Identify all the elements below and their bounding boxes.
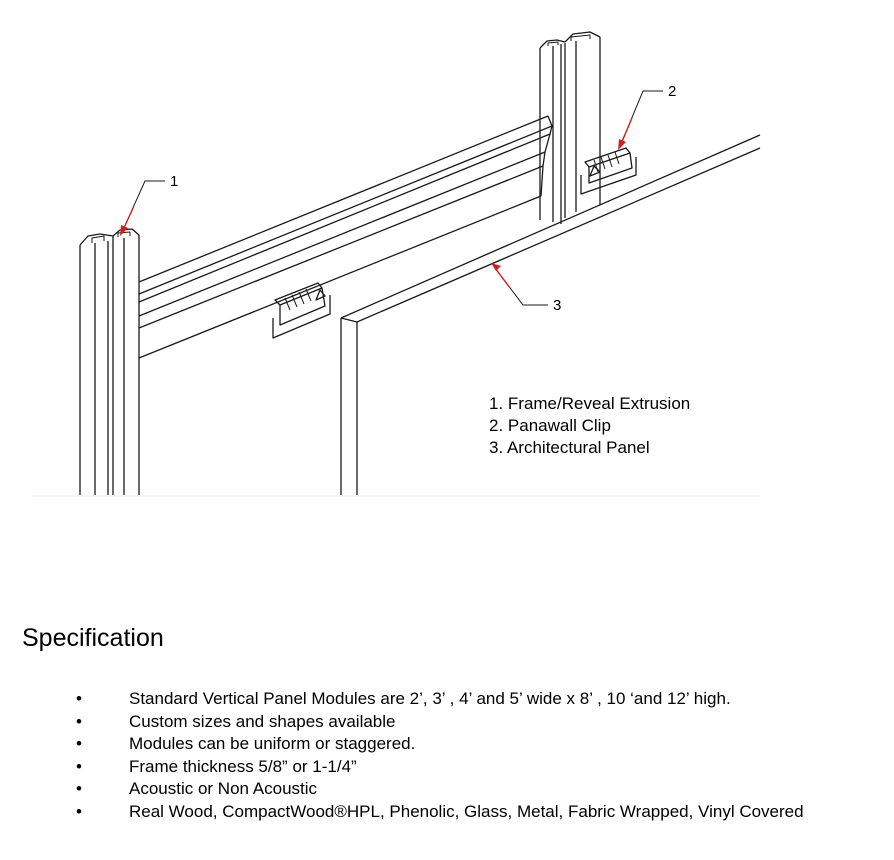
diagram-legend: 1. Frame/Reveal Extrusion 2. Panawall Cl… (489, 393, 690, 459)
spec-item: • Modules can be uniform or staggered. (0, 733, 804, 756)
spec-item-text: Frame thickness 5/8” or 1-1/4” (129, 756, 357, 776)
callout-2-label: 2 (668, 83, 676, 100)
spec-item-text: Custom sizes and shapes available (129, 711, 396, 731)
callout-3-leader (494, 267, 548, 306)
callout-3-label: 3 (553, 297, 561, 314)
spec-item-text: Real Wood, CompactWood®HPL, Phenolic, Gl… (129, 801, 804, 821)
callout-1-label: 1 (170, 173, 178, 190)
legend-item: 3. Architectural Panel (489, 438, 650, 457)
spec-item: • Frame thickness 5/8” or 1-1/4” (0, 756, 804, 779)
callout-2-leader (620, 90, 663, 145)
spec-item-text: Acoustic or Non Acoustic (129, 779, 318, 799)
callout-3-arrowhead (491, 263, 501, 271)
post-clip (580, 147, 637, 195)
spec-item: • Real Wood, CompactWood®HPL, Phenolic, G… (0, 801, 804, 824)
bullet-icon: • (76, 711, 82, 731)
spec-item-text: Standard Vertical Panel Modules are 2’, … (129, 689, 731, 708)
spec-item: • Custom sizes and shapes available (0, 711, 804, 734)
right-frame-extrusion (539, 31, 601, 224)
horizontal-rail (138, 115, 553, 359)
bullet-icon: • (76, 779, 82, 799)
legend-item: 2. Panawall Clip (489, 416, 611, 435)
bullet-icon: • (76, 734, 82, 754)
bullet-icon: • (76, 756, 82, 776)
left-frame-extrusion (79, 228, 140, 495)
callout-1-leader (122, 180, 165, 231)
specification-list: • Standard Vertical Panel Modules are 2’,… (0, 688, 804, 824)
spec-item: • Standard Vertical Panel Modules are 2’,… (0, 688, 804, 711)
rail-clip (272, 282, 331, 339)
specification-heading: Specification (22, 624, 164, 652)
spec-item-text: Modules can be uniform or staggered. (129, 734, 416, 754)
legend-item: 1. Frame/Reveal Extrusion (489, 394, 691, 413)
panel-system-diagram: 1 2 3 (32, 31, 761, 497)
callout-2-arrowhead (618, 139, 626, 150)
callout-1-arrowhead (120, 225, 128, 236)
architectural-panel (340, 134, 761, 495)
spec-item: • Acoustic or Non Acoustic (0, 778, 804, 801)
bullet-icon: • (76, 689, 82, 708)
bullet-icon: • (76, 801, 82, 821)
